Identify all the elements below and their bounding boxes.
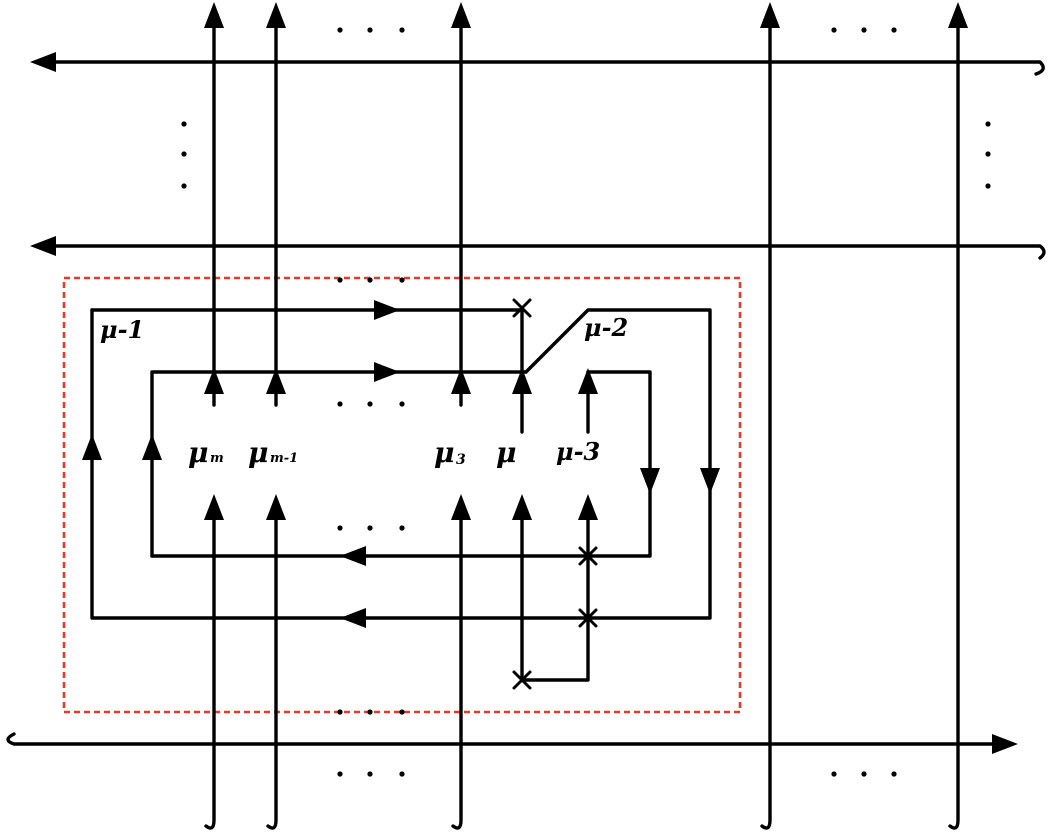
vertical-line-right-1 (760, 2, 780, 830)
label-mu-3-sub: 3 (456, 452, 466, 468)
horizontal-line-top (30, 52, 1045, 76)
loop-outer (82, 300, 720, 628)
label-mu-m1: μ (248, 436, 269, 469)
strand-mu (512, 308, 590, 682)
horizontal-line-bottom (6, 732, 1018, 754)
label-mu-m1-sub: m-1 (270, 451, 298, 466)
loop-inner (142, 362, 660, 566)
strand-mu-m1-upper (266, 2, 286, 407)
strand-mu-minus-3 (578, 368, 598, 520)
horizontal-line-second (30, 236, 1046, 260)
dashed-region-frame (62, 276, 742, 714)
label-mu-3: μ (434, 436, 455, 469)
label-mu: μ (496, 436, 517, 469)
strand-mu-m-upper (204, 2, 224, 407)
crossing-marks (512, 298, 598, 690)
label-loop-outer: μ-1 (100, 315, 144, 344)
label-mu-m-sub: m (210, 451, 224, 466)
label-mu-minus-3: μ-3 (556, 437, 600, 466)
strand-mu-m-lower (204, 494, 224, 830)
strand-mu-m1-lower (266, 494, 286, 830)
label-mu-m: μ (188, 436, 209, 469)
strand-mu3-upper (451, 2, 471, 407)
strand-mu3-lower (451, 494, 471, 830)
label-loop-right: μ-2 (584, 313, 628, 342)
ellipsis-dots (181, 27, 991, 777)
vertical-line-right-2 (948, 2, 968, 830)
